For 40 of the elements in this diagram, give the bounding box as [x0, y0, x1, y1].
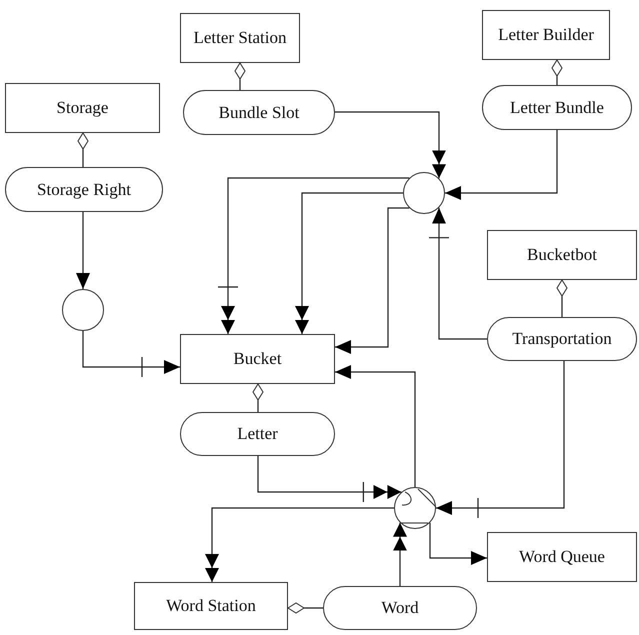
node-label: Word Queue	[519, 547, 605, 567]
entity-box	[487, 230, 637, 280]
entity-box	[134, 582, 288, 630]
arrow	[76, 212, 90, 289]
arrow	[82, 331, 180, 374]
node-label: Word Station	[166, 596, 256, 616]
rounded-box	[183, 90, 335, 135]
node-label: Bundle Slot	[218, 102, 300, 122]
aggregation-line	[556, 280, 568, 317]
rounded-box	[482, 85, 632, 130]
node-label: Letter Station	[193, 28, 286, 48]
arrow	[429, 522, 487, 565]
node-label: Storage Right	[37, 180, 131, 200]
rounded-box	[5, 167, 163, 212]
node-label: Letter	[237, 424, 278, 444]
entity-box	[5, 83, 160, 133]
arrow	[432, 208, 487, 340]
arrow	[335, 365, 416, 487]
node-label: Word	[381, 598, 419, 618]
aggregation-line	[234, 62, 246, 90]
rounded-box	[487, 317, 637, 361]
aggregation-line	[288, 602, 323, 614]
entity-box	[180, 13, 300, 63]
entity-box	[180, 334, 335, 384]
node-label: Transportation	[512, 329, 612, 349]
entity-box	[487, 532, 637, 582]
entity-box	[482, 10, 610, 60]
node-label: Storage	[56, 98, 108, 118]
arrow	[445, 130, 558, 200]
rounded-box	[323, 586, 477, 630]
node-label: Bucketbot	[527, 245, 597, 265]
aggregation-line	[78, 132, 88, 167]
arrow	[436, 361, 565, 515]
arrow	[335, 207, 410, 354]
node-label: Bucket	[233, 349, 282, 369]
node-label: Letter Bundle	[510, 98, 604, 118]
node-label: Letter Builder	[498, 25, 594, 45]
aggregation-line	[252, 384, 264, 412]
rounded-box	[180, 412, 335, 456]
aggregation-line	[552, 60, 562, 85]
